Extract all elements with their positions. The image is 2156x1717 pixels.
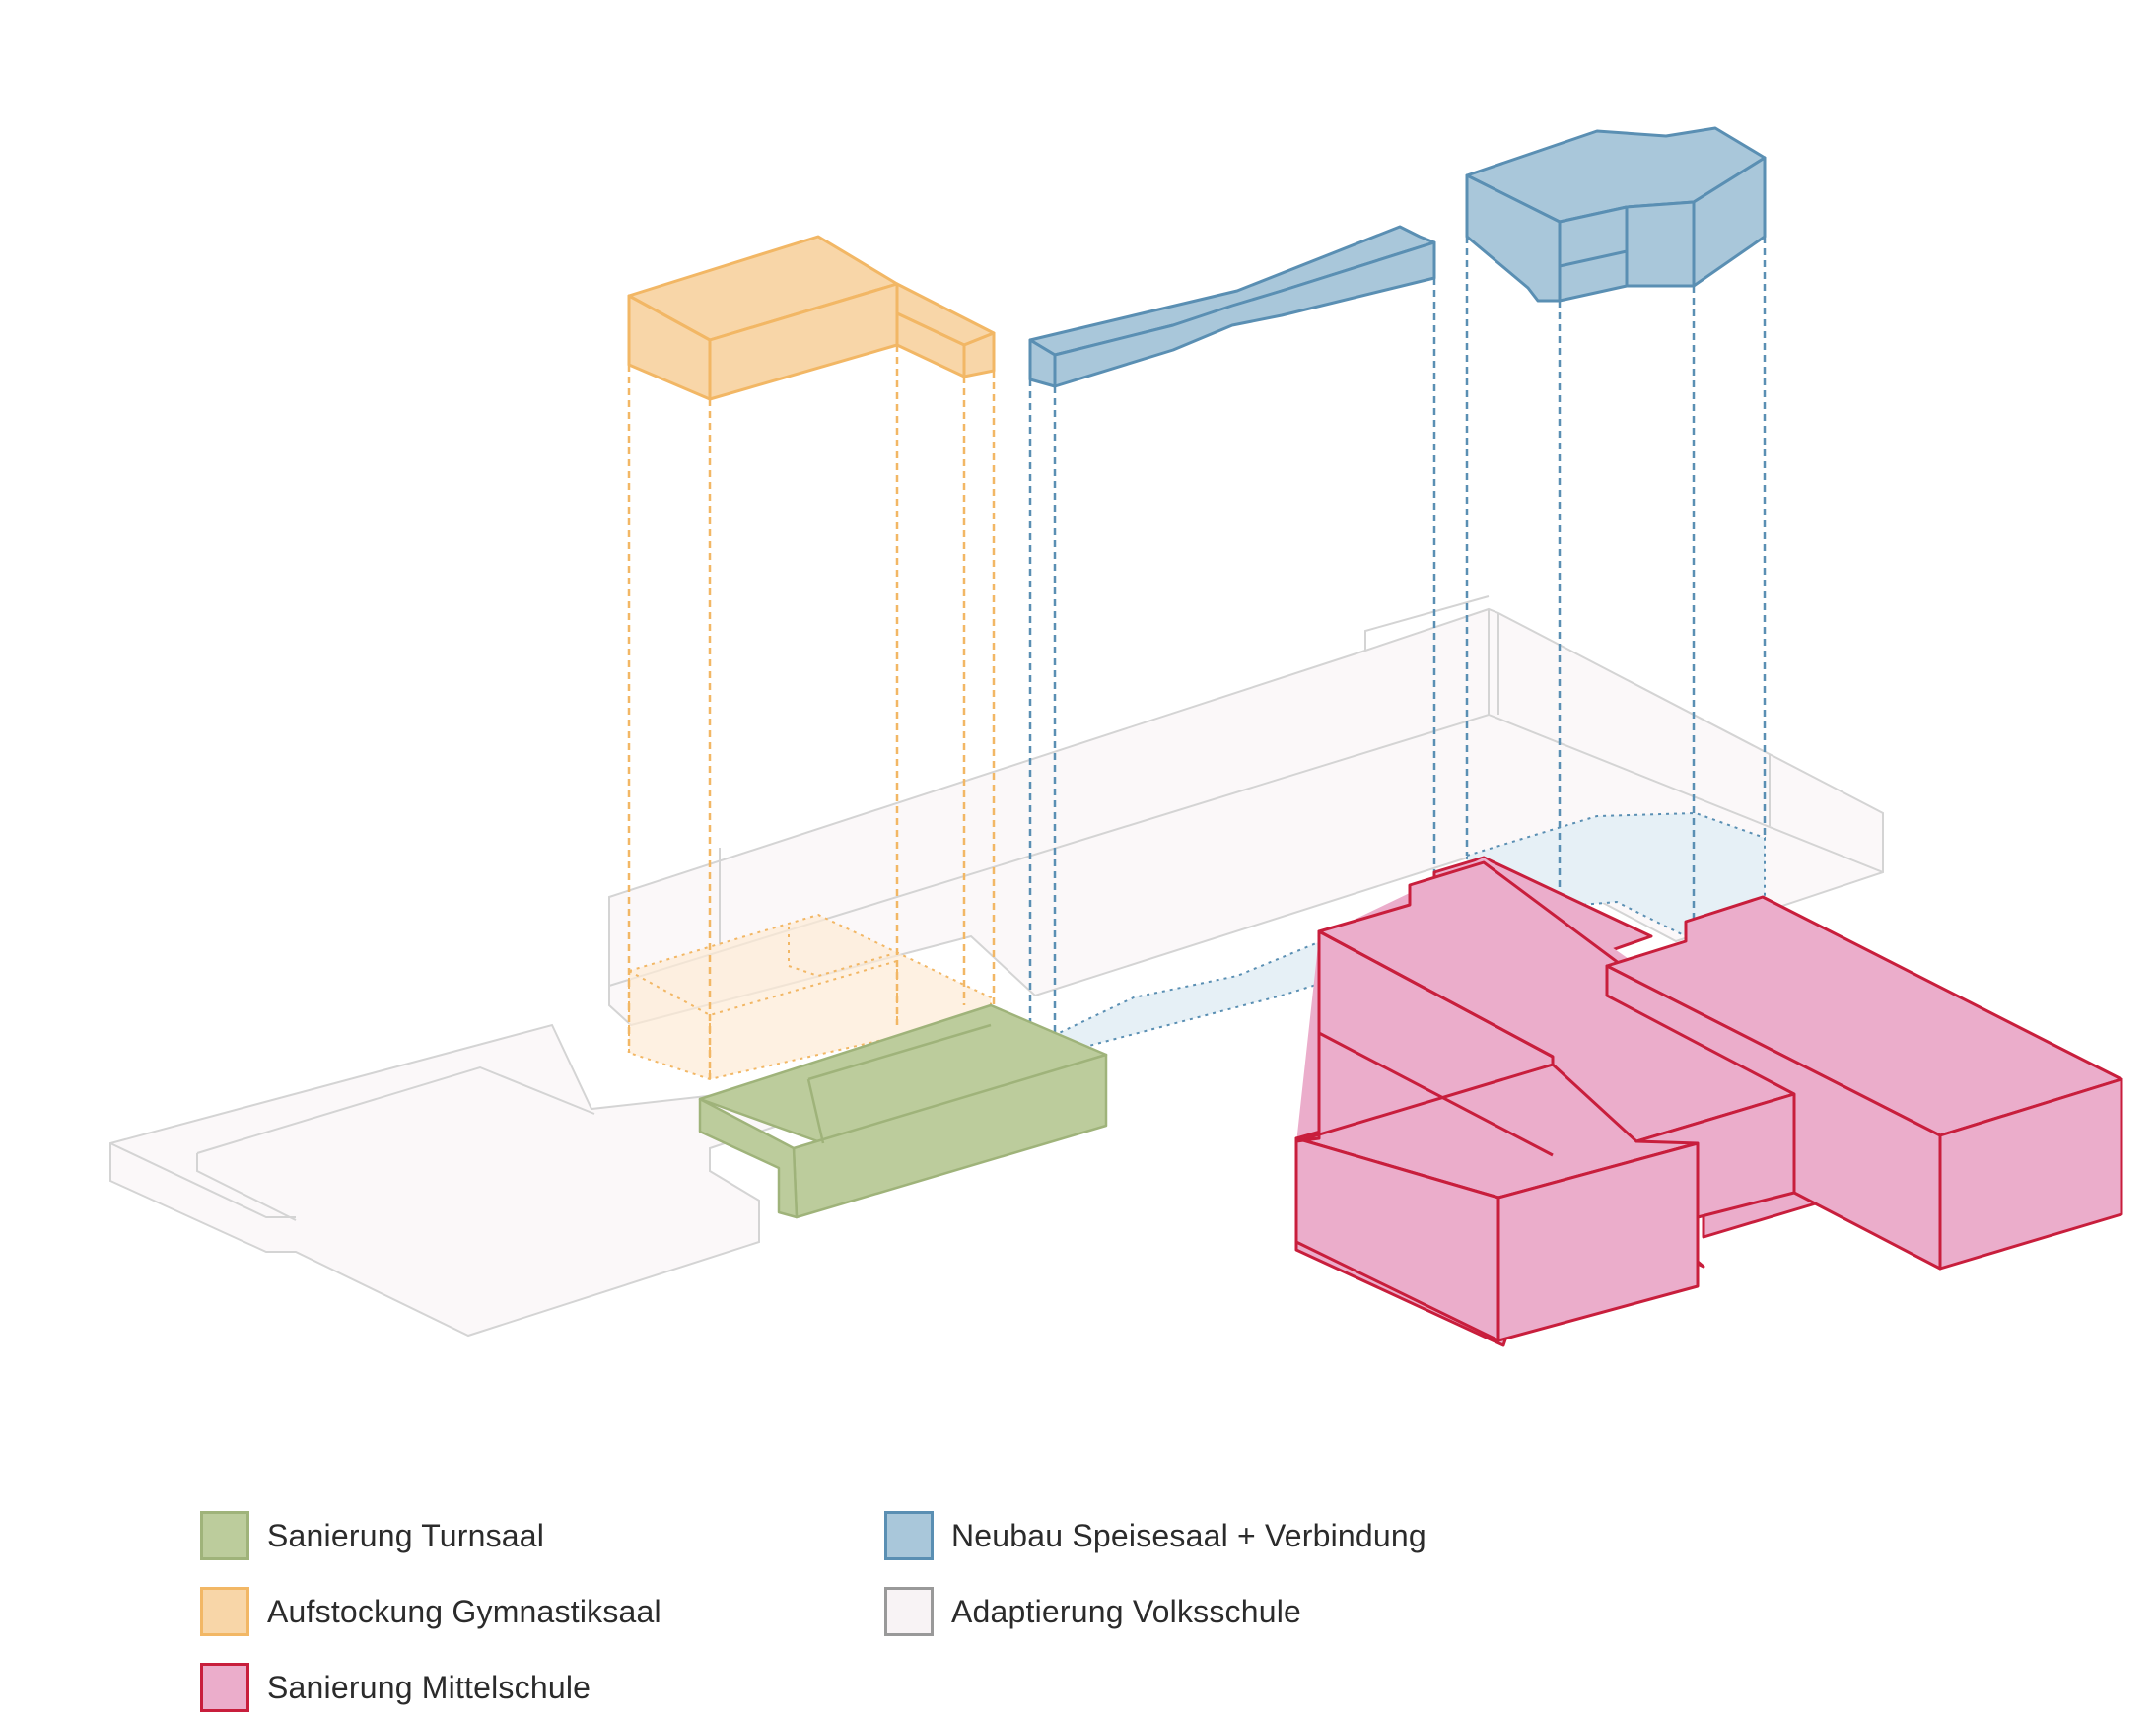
legend-label-volksschule: Adaptierung Volksschule: [951, 1593, 1302, 1629]
mittelschule-volume: [1294, 856, 2123, 1347]
gymnastiksaal-annex-end: [962, 331, 996, 378]
gymnastiksaal-left-face: [627, 294, 712, 401]
turnsaal-edge: [806, 1023, 992, 1144]
volksschule-volumes: [109, 595, 1884, 1338]
legend-item-gymnastiksaal: Aufstockung Gymnastiksaal: [200, 1587, 661, 1636]
verbindung-volume: [1028, 225, 1436, 388]
legend-label-mittelschule: Sanierung Mittelschule: [267, 1669, 591, 1705]
legend-swatch-turnsaal: [200, 1511, 249, 1560]
speisesaal-inner-edge: [1559, 202, 1696, 286]
legend-label-turnsaal: Sanierung Turnsaal: [267, 1517, 545, 1553]
legend-item-volksschule: Adaptierung Volksschule: [884, 1587, 1301, 1636]
legend-label-gymnastiksaal: Aufstockung Gymnastiksaal: [267, 1593, 661, 1629]
mittelschule-left-wing-side: [1294, 1136, 1500, 1342]
gymnastiksaal-volume: [627, 235, 996, 401]
verbindung-front-face: [1053, 240, 1436, 388]
gymnastiksaal-projection-lines: [627, 345, 996, 1079]
volksschule-left-wing-inner: [109, 1065, 595, 1221]
legend-swatch-gymnastiksaal: [200, 1587, 249, 1636]
gymnastiksaal-footprint-top: [628, 913, 992, 1081]
mittelschule-left-block-outline: [1317, 929, 1554, 1157]
legend-swatch-volksschule: [884, 1587, 934, 1636]
mittelschule-right-side: [1605, 964, 1942, 1271]
speisesaal-left-face: [1465, 173, 1562, 303]
legend-item-speisesaal: Neubau Speisesaal + Verbindung: [884, 1511, 1426, 1560]
speisesaal-front-face: [1558, 156, 1767, 303]
volksschule-left-wing: [109, 1023, 787, 1338]
speisesaal-volume: [1465, 126, 1767, 303]
legend-item-mittelschule: Sanierung Mittelschule: [200, 1663, 591, 1712]
legend-item-turnsaal: Sanierung Turnsaal: [200, 1511, 544, 1560]
legend-label-speisesaal: Neubau Speisesaal + Verbindung: [951, 1517, 1426, 1553]
legend-swatch-speisesaal: [884, 1511, 934, 1560]
turnsaal-left-face: [698, 1097, 799, 1219]
mittelschule-center-front: [1634, 1092, 1796, 1219]
turnsaal-volume: [698, 1003, 1108, 1219]
volksschule-main-block-edges: [608, 595, 1884, 988]
verbindung-end-face: [1028, 338, 1057, 388]
legend-swatch-mittelschule: [200, 1663, 249, 1712]
neubau-projection-lines: [1028, 237, 1767, 1035]
